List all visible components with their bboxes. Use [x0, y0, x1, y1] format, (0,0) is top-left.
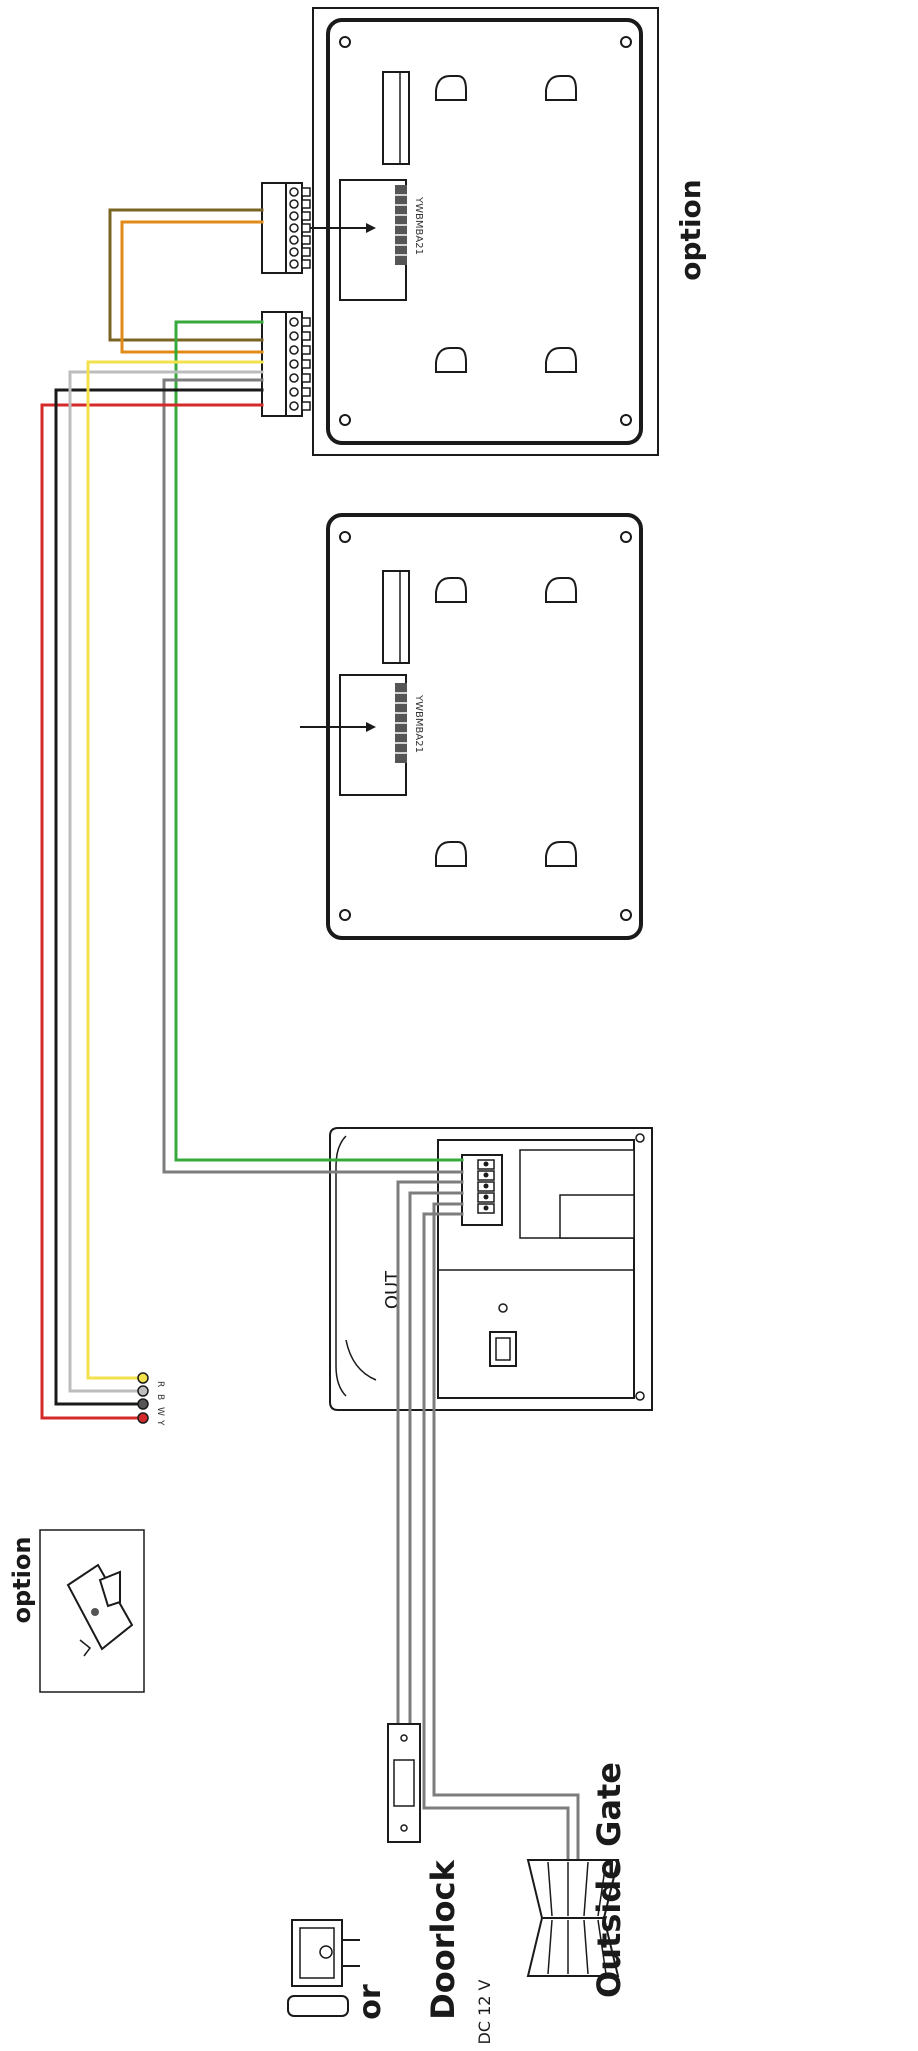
monitor-1: YWBMBA21 [300, 513, 643, 940]
model-label-2: YWBMBA21 [413, 196, 424, 255]
option-label-monitor: option [674, 179, 707, 280]
camera-terminals: Y W B R [137, 1372, 165, 1426]
doorlock-label: Doorlock [424, 1860, 462, 2020]
terminal-y: Y [155, 1419, 165, 1426]
outdoor-unit: OUT [329, 1127, 653, 1411]
doorlock-strike-icon [387, 1723, 421, 1843]
mount-hook-icon [435, 577, 577, 867]
wires [40, 208, 580, 1862]
gate-icon [526, 1859, 620, 1977]
dc12v-label: DC 12 V [475, 1979, 494, 2044]
terminal-w: W [155, 1407, 165, 1416]
model-label-1: YWBMBA21 [413, 694, 424, 753]
terminal-block-2 [261, 182, 311, 274]
monitor-2: YWBMBA21 [300, 7, 659, 456]
or-label: or [353, 1984, 388, 2020]
option-camera-box [39, 1529, 145, 1693]
camera-icon [66, 1563, 134, 1657]
terminal-r: R [155, 1381, 165, 1387]
out-label: OUT [382, 1270, 403, 1309]
lock-device-icon [287, 1919, 360, 2017]
option-label-camera: option [8, 1537, 36, 1624]
mount-hook-icon [435, 75, 577, 373]
terminal-block-1 [261, 311, 311, 417]
outside-gate-label: Outside Gate [590, 1762, 628, 1998]
terminal-b: B [155, 1394, 165, 1400]
